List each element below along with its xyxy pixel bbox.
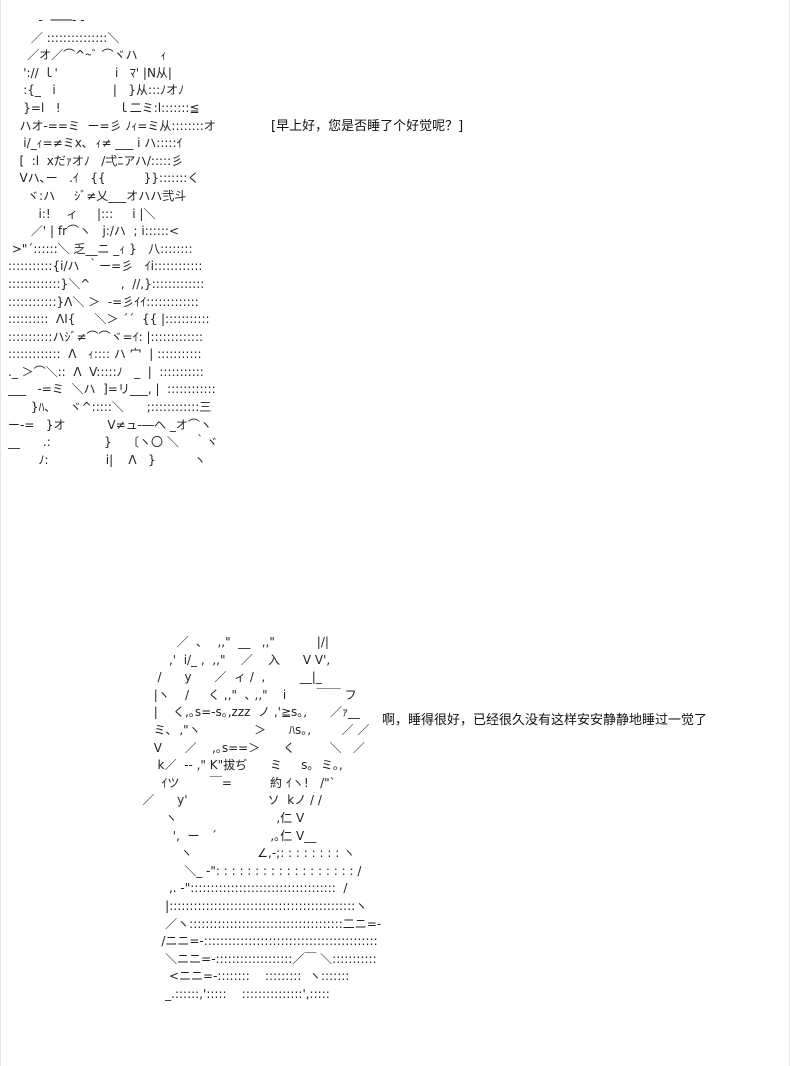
aa-bottom-line: ＼_ -": : : : : : : : : : : : : : : : : :…	[127, 863, 362, 878]
aa-top-line: :::::::::::{i/ハ ｀ー=彡 ｲi::::::::::::	[8, 259, 203, 274]
aa-top-line: ヾ:ハ ｼﾞ≠乂___オハハ弐斗	[8, 188, 187, 203]
aa-bottom-line: ヽ ∠,-;: : : : : : : : ヽ	[127, 846, 356, 861]
aa-top-line: i/_ｨ=≠ミx､ ｨ≠ ___ i ハ:::::ｲ	[8, 136, 183, 151]
aa-bottom-line: | く,｡s=-s｡,zzz ノ ,'≧s｡, ／ｧ__	[127, 705, 360, 720]
aa-top-line: }ﾊ､ ヾ^:::::＼ ;::::::::::::三	[8, 400, 212, 415]
aa-top-line: :::::::::::::}＼^ , //,}:::::::::::::	[8, 276, 205, 291]
aa-top-line: ._ ＞⌒＼:: Λ V:::::ﾉ _ | :::::::::::	[8, 364, 204, 379]
aa-top-line: ー-= }オ V≠ュ-―ヘ _オ⌒ヽ	[8, 417, 212, 432]
aa-top-line: ':// ｌ' i ﾏ' |N从|	[8, 65, 172, 80]
aa-top-line: __ .: } 〔ヽ〇 ＼ ｀ヾ	[8, 435, 219, 450]
aa-bottom-line: ／ヽ::::::::::::::::::::::::::::::::::::::…	[127, 916, 382, 931]
aa-top-line: [ :l xだｧオﾉ /弌ﾆアハ/:::::彡	[8, 153, 184, 168]
aa-top-line: :::::::::: ΛI{ ＼＞ ´´ {{ |:::::::::::	[8, 312, 210, 327]
aa-top-line: i:! ィ |::: i |＼	[8, 206, 156, 221]
aa-bottom-line: ／ ､ ,," __ ,," |/|	[127, 635, 329, 649]
dialogue-line-top: [早上好，您是否睡了个好觉呢？]	[271, 119, 464, 134]
aa-bottom-line: V ／ ,｡s==＞ く ＼ ／	[127, 740, 365, 755]
aa-top-line: }=l ! ｌ二ミ:l:::::::≦	[8, 100, 200, 115]
aa-top-line: >"´::::::＼ 乏__ニ _ｨ } 八::::::::	[8, 241, 193, 256]
aa-bottom-line: ,. -":::::::::::::::::::::::::::::::::::…	[127, 881, 348, 896]
aa-bottom-line: ミ､ ,"ヽ ＞ ﾊs｡, ／ ／	[127, 722, 370, 737]
aa-top-line: ﾉ: i| Λ } ヽ	[8, 452, 206, 467]
aa-top-line: Vハ､ー .ｲ {{ }}:::::::く	[8, 171, 200, 186]
ascii-art-character-top: - ───- - ／ :::::::::::::::＼ ／オ／⌒^~ﾞ ⌒ヾハ …	[8, 12, 218, 469]
aa-top-line: ／ :::::::::::::::＼	[8, 30, 120, 45]
dialogue-line-bottom: 啊，睡得很好，已经很久没有这样安安静静地睡过一觉了	[382, 713, 708, 728]
aa-bottom-line: /ニニ=-:::::::::::::::::::::::::::::::::::…	[127, 934, 378, 949]
aa-top-line: :::::::::::ハｼﾞ≠⌒⌒ヾ=ｲ: |:::::::::::::	[8, 329, 204, 344]
aa-bottom-line: ,' i/_ , ,," ／ 入 V V',	[127, 652, 331, 667]
aa-top-line: ___ -=ミ ＼ハ ]=リ___, | ::::::::::::	[8, 382, 216, 397]
aa-bottom-line: ／ y' ソ kノ / /	[127, 793, 322, 808]
aa-bottom-line: k／ -- ," K"拔ぢ ミ s｡ ミ｡,	[127, 758, 343, 773]
aa-bottom-line: |ヽ / く ,," ､ ,," i ￣￣ フ	[127, 687, 357, 702]
aa-bottom-line: _.::::::,'::::: :::::::::::::::',:::::	[127, 986, 330, 1001]
aa-bottom-line: |:::::::::::::::::::::::::::::::::::::::…	[127, 898, 368, 913]
aa-top-line: ハオ-==ミ ー=彡 ﾉｨ=ミ从::::::::オ	[8, 118, 216, 133]
aa-top-line: ／オ／⌒^~ﾞ ⌒ヾハ ｨ	[8, 48, 167, 63]
aa-bottom-line: ', ー ´ ,｡仁 V__	[127, 828, 317, 843]
aa-bottom-line: / y ／ ィ / , __|_	[127, 670, 322, 685]
aa-top-line: ::::::::::::}Λ＼ ＞ -=彡ｲｲ:::::::::::::	[8, 294, 199, 309]
aa-bottom-line: <ニニ=-:::::::: ::::::::: ヽ:::::::	[127, 969, 350, 984]
aa-top-line: ::::::::::::: Λ ｨ:::: ハ 宀 | :::::::::::	[8, 347, 202, 362]
aa-bottom-line: ｲツ ￣= 約 ｲヽ! /"`	[127, 775, 336, 790]
aa-top-line: - ───- -	[8, 13, 85, 27]
left-border	[0, 0, 1, 1066]
ascii-art-character-bottom: ／ ､ ,," __ ,," |/| ,' i/_ , ,," ／ 入 V V'…	[127, 634, 381, 1003]
aa-bottom-line: ヽ ,仁 V	[127, 810, 305, 825]
aa-top-line: :{_ i | }从:::ﾉオﾉ	[8, 83, 185, 98]
aa-bottom-line: ＼ニニ=-:::::::::::::::::::／￣ ＼:::::::::::	[127, 951, 377, 966]
aa-top-line: ／' | fr⌒ヽ j:/ハ ; i::::::<	[8, 224, 180, 239]
